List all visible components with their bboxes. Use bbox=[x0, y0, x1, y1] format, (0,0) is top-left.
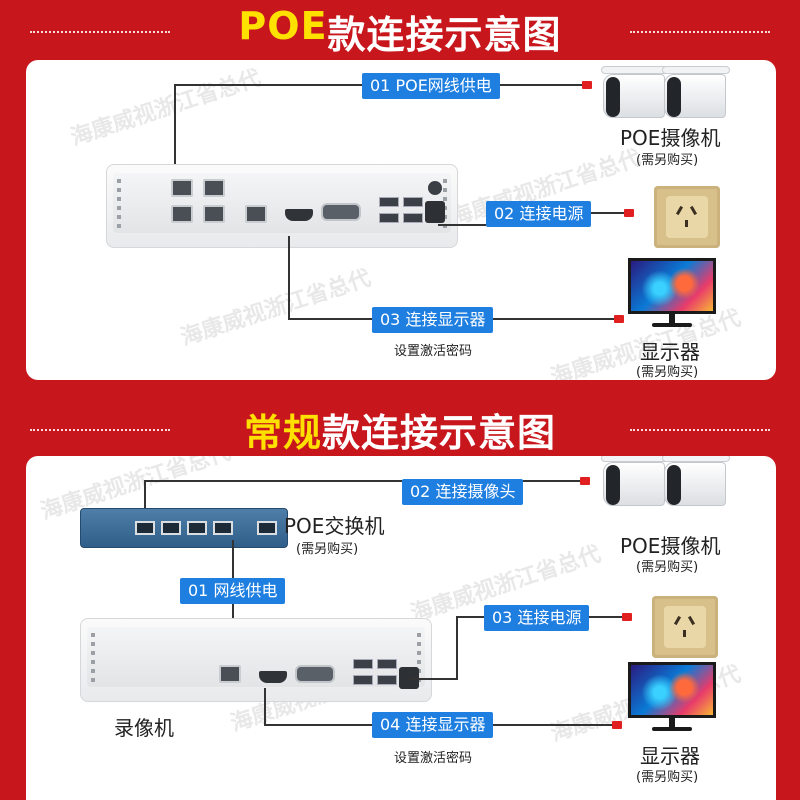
panel-standard: 海康威视浙江省总代 海康威视浙江省总代 海康威视浙江省总代 海康威视浙江省总代 … bbox=[26, 456, 776, 800]
poe-port bbox=[171, 205, 193, 223]
power-socket bbox=[654, 186, 720, 248]
tag-monitor: 04 连接显示器 bbox=[372, 712, 494, 738]
cable-plug bbox=[622, 613, 632, 621]
poe-switch bbox=[80, 508, 288, 548]
banner-divider-left bbox=[30, 429, 170, 431]
lan-port bbox=[219, 665, 241, 683]
cable-camera bbox=[144, 480, 146, 522]
cable-poe bbox=[174, 84, 176, 182]
watermark: 海康威视浙江省总代 bbox=[67, 65, 264, 151]
banner-divider-right bbox=[630, 429, 770, 431]
cable-power bbox=[456, 616, 458, 680]
monitor-note: (需另购买) bbox=[636, 770, 699, 785]
poe-port bbox=[171, 179, 193, 197]
usb-port bbox=[377, 675, 397, 685]
cable-plug bbox=[624, 209, 634, 217]
switch-label: POE交换机 bbox=[284, 514, 385, 538]
poe-port bbox=[203, 205, 225, 223]
cable-network bbox=[232, 540, 234, 668]
usb-port bbox=[379, 197, 399, 207]
panel-poe: 海康威视浙江省总代 海康威视浙江省总代 海康威视浙江省总代 海康威视浙江省总代 … bbox=[26, 60, 776, 380]
switch-uplink-port bbox=[257, 521, 277, 535]
nvr-device bbox=[106, 164, 458, 248]
power-port bbox=[399, 667, 419, 689]
ground-screw bbox=[428, 181, 442, 195]
banner-standard-title: 常规 款连接示意图 bbox=[244, 402, 556, 457]
usb-port bbox=[403, 197, 423, 207]
activate-note: 设置激活密码 bbox=[394, 751, 473, 766]
switch-port bbox=[213, 521, 233, 535]
nvr-label: 录像机 bbox=[114, 716, 174, 740]
monitor-label: 显示器 bbox=[640, 744, 700, 768]
cable-monitor bbox=[288, 236, 290, 320]
usb-port bbox=[379, 213, 399, 223]
tag-monitor: 03 连接显示器 bbox=[372, 307, 494, 333]
usb-port bbox=[403, 213, 423, 223]
power-socket bbox=[652, 596, 718, 658]
camera-label: POE摄像机 bbox=[620, 534, 721, 558]
monitor-note: (需另购买) bbox=[636, 365, 699, 380]
tag-poe-power: 01 POE网线供电 bbox=[362, 73, 500, 99]
banner-poe-title: POE 款连接示意图 bbox=[238, 4, 561, 59]
tag-power: 02 连接电源 bbox=[486, 201, 592, 227]
camera-note: (需另购买) bbox=[636, 153, 699, 168]
activate-note: 设置激活密码 bbox=[394, 344, 473, 359]
hdmi-port bbox=[285, 209, 313, 221]
cable-plug bbox=[580, 477, 590, 485]
hdmi-port bbox=[259, 671, 287, 683]
camera-label: POE摄像机 bbox=[620, 126, 721, 150]
usb-port bbox=[377, 659, 397, 669]
tag-power: 03 连接电源 bbox=[484, 605, 590, 631]
switch-note: (需另购买) bbox=[296, 542, 359, 557]
poe-port bbox=[203, 179, 225, 197]
cable-plug bbox=[612, 721, 622, 729]
switch-port bbox=[135, 521, 155, 535]
usb-port bbox=[353, 675, 373, 685]
cable-plug bbox=[582, 81, 592, 89]
vga-port bbox=[321, 203, 361, 221]
cable-monitor bbox=[264, 688, 266, 726]
lan-port bbox=[245, 205, 267, 223]
switch-port bbox=[187, 521, 207, 535]
banner-poe: POE 款连接示意图 bbox=[0, 0, 800, 62]
nvr-device bbox=[80, 618, 432, 702]
cable-power bbox=[438, 224, 488, 226]
banner-poe-title-highlight: POE bbox=[238, 3, 328, 48]
cable-plug bbox=[614, 315, 624, 323]
banner-standard-title-highlight: 常规 bbox=[243, 410, 322, 455]
vga-port bbox=[295, 665, 335, 683]
usb-port bbox=[353, 659, 373, 669]
camera-note: (需另购买) bbox=[636, 560, 699, 575]
switch-port bbox=[161, 521, 181, 535]
banner-standard: 常规 款连接示意图 bbox=[0, 398, 800, 460]
tag-network-power: 01 网线供电 bbox=[180, 578, 286, 604]
tag-connect-camera: 02 连接摄像头 bbox=[402, 479, 524, 505]
banner-divider-left bbox=[30, 31, 170, 33]
banner-divider-right bbox=[630, 31, 770, 33]
monitor-label: 显示器 bbox=[640, 340, 700, 364]
watermark: 海康威视浙江省总代 bbox=[177, 265, 374, 351]
banner-standard-title-rest: 款连接示意图 bbox=[322, 410, 557, 455]
cable-power bbox=[410, 678, 458, 680]
banner-poe-title-rest: 款连接示意图 bbox=[327, 12, 562, 57]
cable-camera bbox=[144, 480, 582, 482]
power-port bbox=[425, 201, 445, 223]
